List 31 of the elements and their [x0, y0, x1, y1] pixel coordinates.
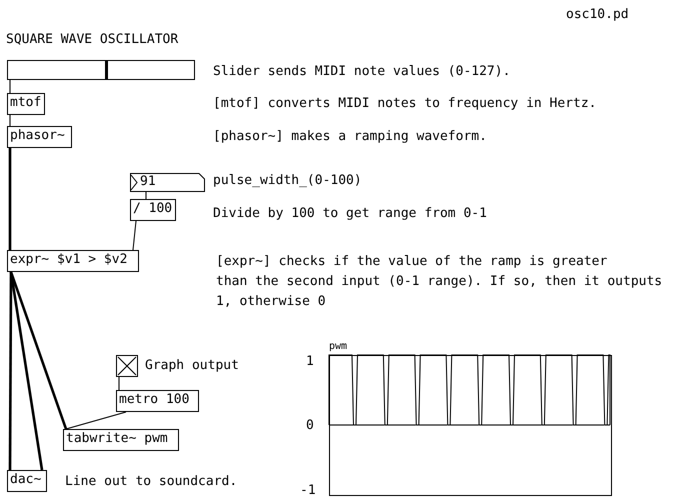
object-box: / 100 — [130, 199, 176, 221]
patch-cord — [132, 220, 136, 250]
title: SQUARE WAVE OSCILLATOR — [6, 31, 178, 49]
file-name: osc10.pd — [566, 6, 629, 24]
comment: Graph output — [145, 357, 239, 375]
comment: [expr~] checks if the value of the ramp is greater than the second input (0-1 range). If so, then it outputs 1, otherwise 0 — [216, 253, 664, 311]
comment: [mtof] converts MIDI notes to frequency in Hertz. — [213, 95, 597, 113]
object-box: dac~ — [7, 470, 47, 492]
number-box: 91 — [130, 173, 205, 192]
object-box: phasor~ — [7, 126, 72, 148]
graph-name: pwm — [329, 340, 348, 354]
comment: Slider sends MIDI note values (0-127). — [213, 63, 510, 81]
slider — [7, 60, 195, 80]
comment: Line out to soundcard. — [65, 473, 238, 491]
patch-cord — [8, 272, 12, 470]
comment: [phasor~] makes a ramping waveform. — [213, 128, 487, 146]
patch-cord — [66, 412, 126, 430]
axis-tick-label: 1 — [306, 353, 314, 371]
object-box: metro 100 — [116, 390, 199, 412]
axis-tick-label: -1 — [300, 482, 316, 497]
number-box-label: pulse_width_(0-100) — [213, 172, 362, 190]
object-box: mtof — [7, 93, 45, 115]
patch-cord — [10, 272, 68, 430]
patch-cord — [10, 272, 44, 470]
object-box: expr~ $v1 > $v2 — [7, 250, 139, 272]
patch-cord — [8, 148, 12, 250]
object-box: tabwrite~ pwm — [63, 429, 179, 451]
patch-cord — [118, 376, 120, 390]
axis-tick-label: 0 — [306, 417, 314, 435]
toggle — [116, 355, 138, 377]
comment: Divide by 100 to get range from 0-1 — [213, 205, 487, 223]
